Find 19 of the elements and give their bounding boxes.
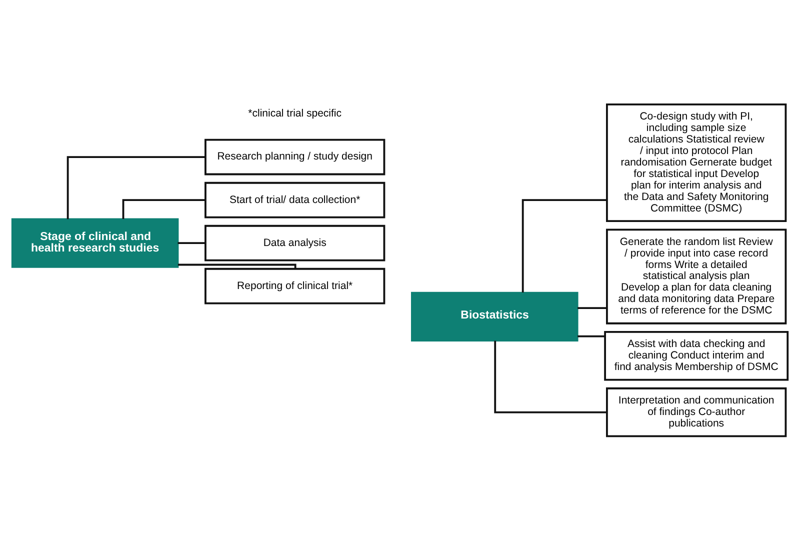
node-box: Reporting of clinical trial* [204, 268, 386, 304]
connector [578, 335, 605, 338]
label: *clinical trial specific [248, 108, 342, 120]
node-box: Start of trial/ data collection* [204, 182, 386, 218]
node-box: Biostatistics [411, 292, 578, 342]
node-box: Generate the random list Review / provide input into case record forms Write a detailed statistical analysis plan Develop a plan for data cleaning and data monitoring data Prepare terms of reference for the DSMC [606, 228, 787, 324]
node-box: Assist with data checking and cleaning Conduct interim and find analysis Membership of DSMC [604, 331, 789, 381]
node-box: Data analysis [204, 224, 386, 262]
node-box: Stage of clinical and health research studies [11, 218, 179, 268]
connector [494, 340, 607, 414]
connector [522, 199, 607, 293]
connector [178, 242, 206, 244]
connector [178, 264, 296, 269]
node-box: Research planning / study design [204, 138, 386, 176]
connector [122, 199, 206, 220]
connector [578, 307, 607, 310]
node-box: Co-design study with PI, including sample size calculations Statistical review / input into protocol Plan randomisation Gernerate budget for statistical input Develop plan for interim analysis and the Data and Safety Monitoring Committee (DSMC) [606, 104, 787, 222]
connector [66, 156, 206, 220]
node-box: Interpretation and communication of findings Co-author publications [606, 387, 787, 438]
